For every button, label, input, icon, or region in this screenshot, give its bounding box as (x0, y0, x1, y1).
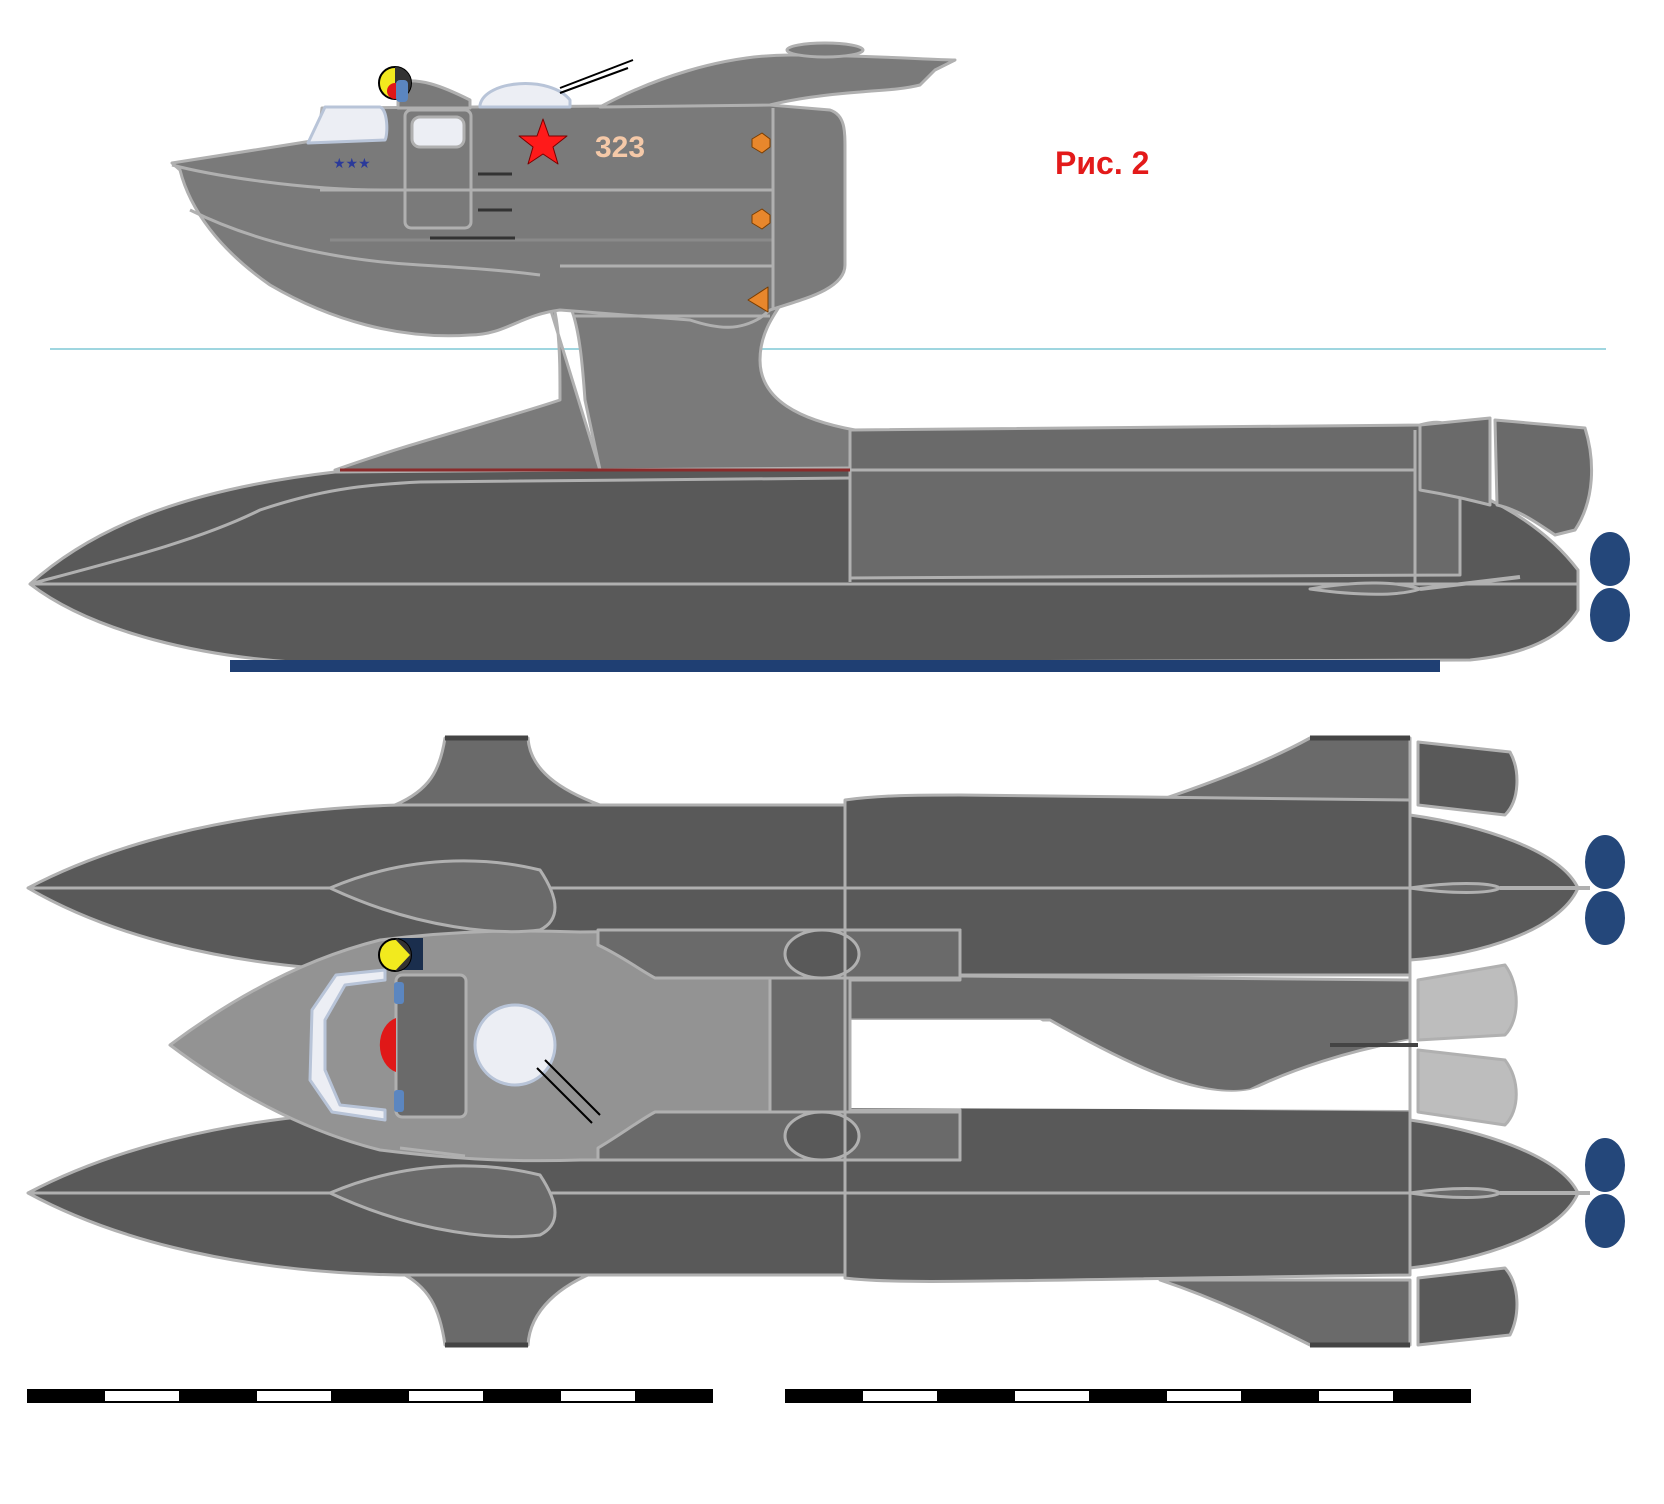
figure-label: Рис. 2 (1055, 145, 1150, 181)
engine-intake (783, 928, 861, 980)
scale-segment (179, 1389, 257, 1403)
hull-shading (29, 476, 851, 586)
engine-nacelle (1493, 418, 1593, 537)
upper-hull (170, 103, 847, 338)
scale-segment (1241, 1389, 1319, 1403)
aft-bay-center (850, 1020, 1410, 1110)
aft-fin (1158, 1278, 1412, 1347)
engine-nozzle (1416, 1266, 1519, 1347)
hull-number: 323 (595, 131, 645, 164)
navigation-light-icon (751, 132, 771, 154)
scale-segment (635, 1389, 713, 1403)
scale-bar-icon (27, 1389, 713, 1403)
scale-segment (861, 1389, 939, 1403)
scale-segment (255, 1389, 333, 1403)
engine-nozzle (1416, 740, 1519, 817)
scale-segment (1165, 1389, 1243, 1403)
scale-segment (27, 1389, 105, 1403)
strut-fillet (333, 273, 602, 472)
propeller-icon (1590, 532, 1630, 642)
navigation-light-icon (751, 208, 771, 230)
forward-fin (393, 1268, 602, 1347)
scale-segment (1089, 1389, 1167, 1403)
side-window (410, 115, 466, 149)
aft-fin (1158, 736, 1412, 807)
cabin-roof (394, 973, 468, 1119)
side-hull-top (848, 420, 1462, 580)
navigation-light-icon (747, 286, 769, 313)
keel-stripe (230, 660, 1440, 672)
scale-segment (559, 1389, 637, 1403)
scale-segment (483, 1389, 561, 1403)
engine-nozzle (1416, 963, 1518, 1042)
gun-barrel (559, 67, 629, 94)
engine-nozzle (1416, 1048, 1518, 1127)
engine-intake (783, 1110, 861, 1162)
scale-segment (937, 1389, 1015, 1403)
engine-nacelle (1418, 416, 1492, 507)
gun-barrel (559, 59, 634, 89)
side-door (403, 108, 473, 230)
roundel-icon (378, 938, 423, 972)
chine-line (171, 163, 383, 192)
propeller-icon (1585, 835, 1625, 945)
red-star-icon (518, 118, 568, 165)
top-view (26, 735, 1625, 1348)
chine-line (189, 208, 541, 277)
side-view: ★★★ 323 (28, 41, 1630, 672)
cockpit-canopy-top (308, 968, 387, 1122)
scale-segment (1393, 1389, 1471, 1403)
fin-tip (785, 41, 865, 59)
scale-segment (331, 1389, 409, 1403)
forward-fin (393, 736, 602, 807)
engine-housing (596, 928, 962, 980)
strut (538, 268, 857, 472)
stars-row-icon: ★★★ (333, 155, 371, 171)
upper-pontoon-aft (843, 793, 1580, 977)
radar-dome (478, 82, 572, 109)
scale-segment (407, 1389, 485, 1403)
tail-fin (598, 53, 957, 109)
engine-housing (596, 1110, 962, 1162)
cockpit-canopy (306, 105, 389, 145)
roundel-icon (378, 66, 412, 102)
scale-bar-icon (785, 1389, 1471, 1403)
scale-segment (1317, 1389, 1395, 1403)
scale-segment (785, 1389, 863, 1403)
radar-dome-top (473, 1003, 557, 1087)
scale-segment (103, 1389, 181, 1403)
propeller-icon (1585, 1138, 1625, 1248)
scale-segment (1013, 1389, 1091, 1403)
